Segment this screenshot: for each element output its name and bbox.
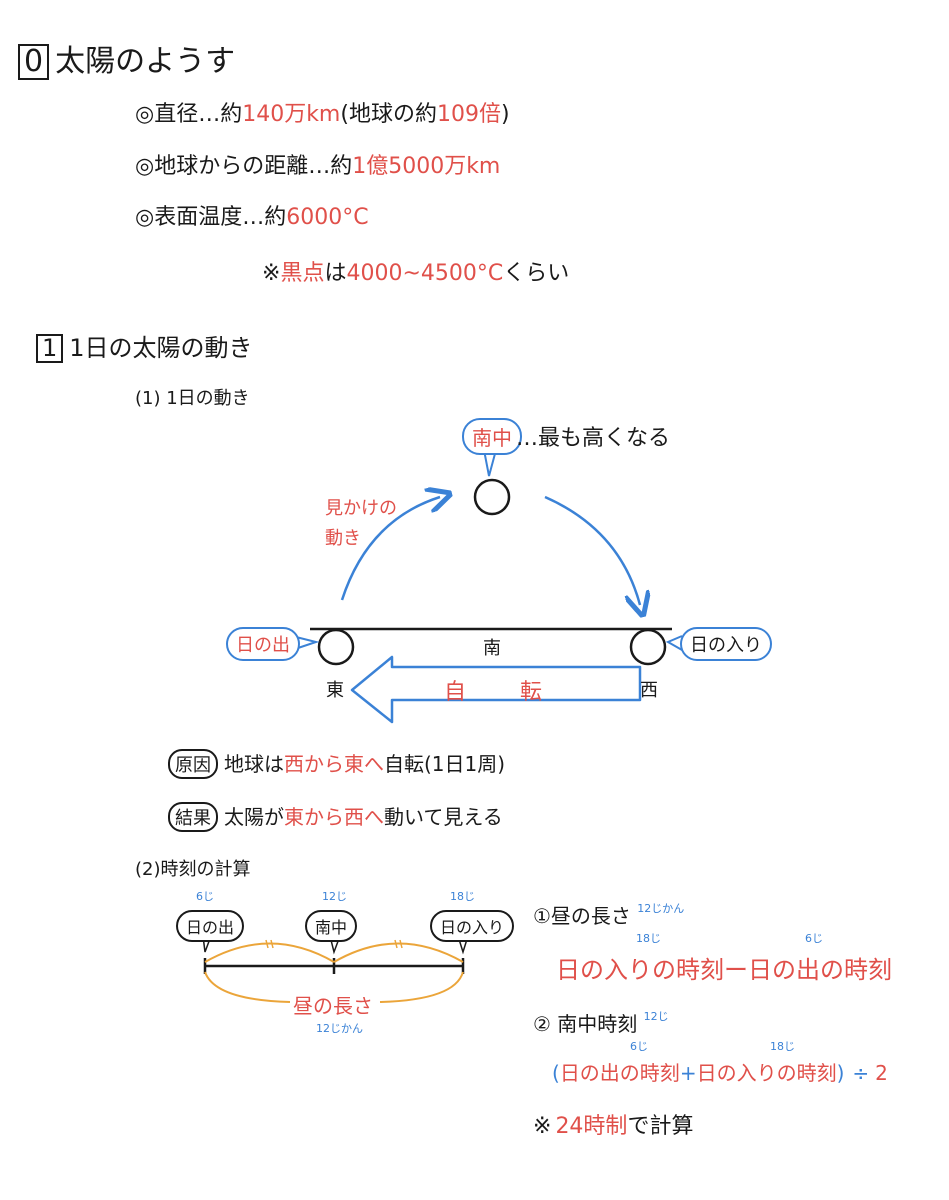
apparent-motion-label-1: 見かけの: [325, 498, 397, 519]
clock-note: ※24時制で計算: [533, 1108, 693, 1140]
temperature-value: 6000°C: [286, 205, 369, 230]
result-line: 結果太陽が東から西へ動いて見える: [168, 801, 503, 832]
result-pre: 太陽が: [224, 805, 284, 829]
note-mark: ※: [262, 261, 281, 286]
note2-mark: ※: [533, 1114, 552, 1139]
item1-title-line: ①昼の長さ 12じかん: [533, 900, 684, 929]
time-18-label: 18じ: [450, 890, 475, 903]
diagram2-nanchu-bubble: 南中: [305, 910, 358, 942]
rotation-arrow: [350, 655, 642, 724]
sunset-bubble: 日の入り: [680, 627, 772, 661]
cause-badge: 原因: [168, 749, 218, 779]
formula-sunset-time-2: 日の入りの時刻: [696, 1061, 837, 1085]
apparent-arc-right: [544, 495, 640, 605]
apparent-motion-label-2: 動き: [325, 528, 361, 549]
result-post: 動いて見える: [384, 805, 503, 829]
diameter-value: 140万km: [242, 102, 341, 127]
item2-time6: 6じ: [630, 1040, 648, 1053]
item1-title: ①昼の長さ: [533, 904, 631, 928]
half-arc-right: [333, 942, 464, 963]
divisor-two: 2: [875, 1061, 888, 1085]
result-direction: 東から西へ: [284, 805, 384, 829]
nanchu-bubble: 南中: [462, 418, 522, 455]
south-label: 南: [483, 638, 501, 659]
result-badge: 結果: [168, 802, 218, 832]
item1-time18: 18じ: [636, 932, 661, 945]
nanchu-bubble-tail: [483, 449, 497, 477]
diameter-paren-open: (地球の約: [340, 102, 437, 127]
section0-title: 太陽のようす: [55, 44, 236, 79]
section1-title: 1日の太陽の動き: [69, 334, 253, 362]
diameter-paren-close: ): [500, 102, 510, 127]
half-arc-left: [204, 942, 335, 963]
note-mid: は: [324, 261, 347, 286]
rotation-label-2: 転: [520, 680, 543, 705]
cause-line: 原因地球は西から東へ自転(1日1周): [168, 748, 505, 779]
formula-sunrise-time: 日の出の時刻: [748, 956, 892, 984]
section0-number: 0: [18, 44, 50, 80]
diameter-ratio: 109倍: [436, 102, 501, 127]
east-label: 東: [326, 680, 344, 701]
temperature-line: ◎表面温度…約6000°C: [135, 199, 369, 231]
daylength-label: 昼の長さ: [293, 994, 373, 1018]
sun-noon-circle: [473, 478, 511, 516]
diagram2-sunset-bubble: 日の入り: [430, 910, 515, 942]
distance-line: ◎地球からの距離…約1億5000万km: [135, 148, 500, 180]
formula-sunset-time: 日の入りの時刻: [556, 956, 724, 984]
paren-close: ): [836, 1061, 845, 1085]
temperature-label: ◎表面温度…約: [135, 205, 287, 230]
daylength-brace: [204, 971, 464, 1003]
sun-rise-circle: [317, 628, 355, 666]
distance-label: ◎地球からの距離…約: [135, 154, 353, 179]
diagram2-sunrise-bubble: 日の出: [176, 910, 245, 942]
note2-tail: で計算: [627, 1114, 694, 1139]
west-label: 西: [640, 680, 658, 701]
plus-sign: +: [679, 1061, 697, 1085]
sub1-heading: (1) 1日の動き: [135, 388, 250, 409]
sunrise-bubble: 日の出: [226, 627, 300, 661]
item2-hours: 12じ: [643, 1010, 669, 1023]
sunset-bubble-tail: [665, 635, 683, 651]
sun-set-circle: [629, 628, 667, 666]
divide-sign: ÷: [852, 1061, 870, 1085]
time-6-label: 6じ: [196, 890, 214, 903]
formula-sunrise-time-2: 日の出の時刻: [559, 1061, 680, 1085]
note-tail: くらい: [503, 261, 570, 286]
cause-pre: 地球は: [224, 752, 284, 776]
sub2-heading: (2)時刻の計算: [135, 859, 251, 880]
item2-time18: 18じ: [770, 1040, 795, 1053]
rotation-label-1: 自: [444, 680, 467, 705]
item1-hours: 12じかん: [637, 902, 685, 915]
sunspot-note: ※黒点は4000~4500°Cくらい: [262, 255, 569, 287]
item1-formula: 日の入りの時刻ー日の出の時刻: [556, 950, 892, 985]
cause-post: 自転(1日1周): [384, 752, 506, 776]
daylength-hours: 12じかん: [316, 1022, 363, 1035]
clock-system: 24時制: [555, 1114, 628, 1139]
cause-direction: 西から東へ: [284, 752, 384, 776]
item2-title-line: ② 南中時刻 12じ: [533, 1008, 669, 1037]
distance-value: 1億5000万km: [352, 154, 501, 179]
diameter-label: ◎直径…約: [135, 102, 243, 127]
minus-sign: ー: [724, 956, 748, 984]
diameter-line: ◎直径…約140万km(地球の約109倍): [135, 96, 510, 128]
nanchu-description: …最も高くなる: [516, 426, 671, 451]
time-12-label: 12じ: [322, 890, 347, 903]
sunspot-term: 黒点: [280, 261, 325, 286]
item2-formula: (日の出の時刻+日の入りの時刻) ÷2: [552, 1057, 888, 1086]
sunspot-temp: 4000~4500°C: [346, 261, 504, 286]
item2-title: ② 南中時刻: [533, 1012, 638, 1036]
item1-time6: 6じ: [805, 932, 823, 945]
section1-number: 1: [36, 334, 64, 364]
apparent-arc-left: [340, 497, 440, 601]
paren-open: (: [552, 1061, 560, 1085]
